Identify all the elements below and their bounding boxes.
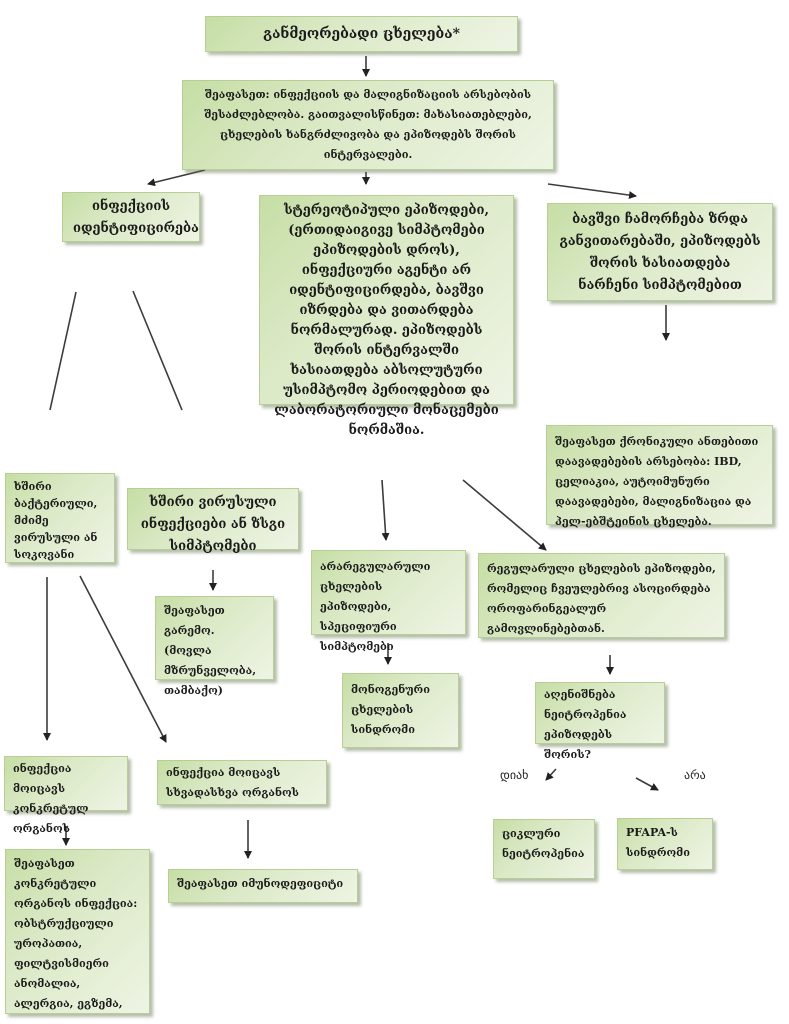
- arrow-assess-to-infection: [147, 169, 206, 187]
- specific-organ-assess-node: შეაფასეთ კონკრეტული ორგანოს ინფექცია: ობ…: [5, 849, 150, 1014]
- assess-node: შეაფასეთ: ინფექციის და მალიგნიზაციის არს…: [182, 80, 554, 170]
- monogenic-node: მონოგენური ცხელების სინდრომი: [342, 673, 459, 748]
- growth-delay-node: ბავშვი ჩამორჩება ზრდა განვითარებაში, ეპი…: [547, 203, 773, 301]
- frequent-bacterial-node: ხშირი ბაქტერიული, მძიმე ვირუსული ან სოკო…: [5, 473, 115, 563]
- frequent-viral-node: ხშირი ვირუსული ინფექციები ან ზსგი სიმპტო…: [127, 488, 299, 554]
- title-node: განმეორებადი ცხელება*: [205, 16, 518, 52]
- pfapa-node: PFAPA-ს სინდრომი: [617, 818, 713, 870]
- irregular-node: არარეგულარული ცხელების ეპიზოდები, სპეციფ…: [311, 550, 466, 653]
- arrow-assess-to-growth: [547, 183, 637, 200]
- infection-id-node: ინფექციის იდენტიფიცირება: [62, 192, 200, 242]
- neutropenia-question-node: აღენიშნება ნეიტროპენია ეპიზოდებს შორის?: [535, 682, 665, 761]
- line-infection-right: [132, 290, 183, 411]
- arrow-yes: [545, 768, 557, 781]
- arrow-no: [635, 777, 659, 791]
- stereotypic-node: სტერეოტიპული ეპიზოდები, (ერთიდაიგივე სიმ…: [259, 195, 514, 438]
- chronic-inflammatory-node: შეაფასეთ ქრონიკული ანთებითი დაავადებების…: [546, 425, 773, 528]
- immunodeficiency-node: შეაფასეთ იმუნოდეფიციტი: [168, 869, 358, 903]
- yes-label: დიახ: [500, 768, 529, 782]
- arrow-stereo-to-regular: [462, 479, 547, 551]
- line-infection-left: [49, 291, 77, 411]
- specific-organ-node: ინფექცია მოიცავს კონკრეტულ ორგანოს: [4, 756, 128, 835]
- arrow-stereo-to-irregular: [381, 479, 390, 541]
- regular-node: რეგულარული ცხელების ეპიზოდები, რომელიც ჩ…: [478, 553, 725, 638]
- arrow-bacterial-to-various: [79, 575, 167, 743]
- various-organs-node: ინფექცია მოიცავს სხვადასხვა ორგანოს: [157, 760, 327, 805]
- cyclic-neutropenia-node: ციკლური ნეიტროპენია: [493, 819, 595, 879]
- assess-environment-node: შეაფასეთ გარემო. (მოვლა მზრუნველობა, თამ…: [155, 596, 274, 697]
- no-label: არა: [684, 768, 706, 782]
